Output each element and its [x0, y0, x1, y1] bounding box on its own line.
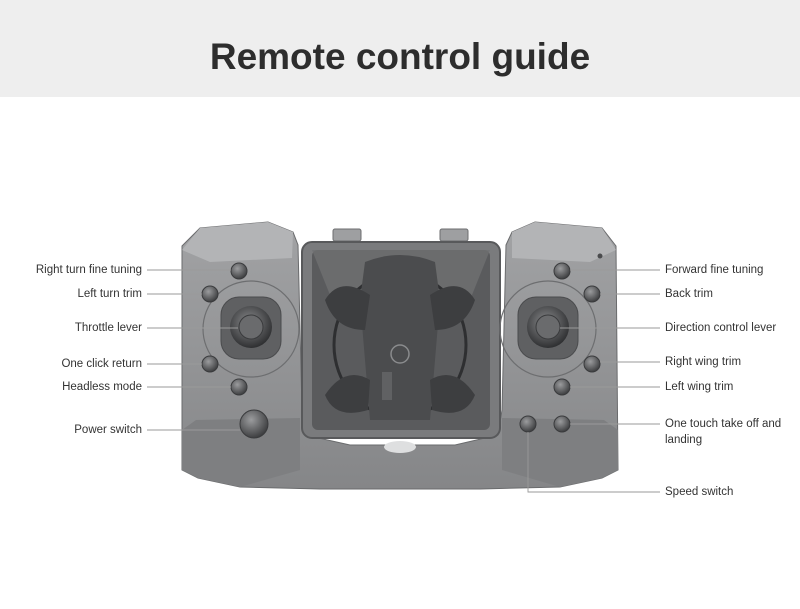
- button-one-click-return: [201, 355, 219, 373]
- label-power-switch: Power switch: [74, 424, 142, 436]
- label-right-turn-fine-tuning: Right turn fine tuning: [35, 264, 142, 276]
- throttle-joystick: [202, 280, 300, 378]
- leader-speed-switch: [527, 432, 660, 493]
- label-right-wing-trim: Right wing trim: [665, 356, 742, 368]
- button-right-wing-trim: [583, 355, 601, 373]
- label-throttle-lever: Throttle lever: [74, 322, 142, 334]
- label-headless-mode: Headless mode: [62, 381, 142, 393]
- button-forward-fine-tuning: [553, 262, 571, 280]
- label-left-turn-trim: Left turn trim: [77, 288, 142, 300]
- controller-body: [181, 221, 619, 490]
- button-right-turn-fine-tuning: [230, 262, 248, 280]
- header-banner: [0, 0, 800, 97]
- label-speed-switch: Speed switch: [665, 486, 734, 498]
- label-one-click-return: One click return: [61, 358, 142, 370]
- button-speed-switch: [519, 415, 537, 433]
- button-one-touch-take-off: [553, 415, 571, 433]
- label-left-wing-trim: Left wing trim: [665, 381, 734, 393]
- drone-compartment: [301, 228, 501, 453]
- page-title: Remote control guide: [209, 36, 591, 77]
- button-left-turn-trim: [201, 285, 219, 303]
- button-back-trim: [583, 285, 601, 303]
- label-forward-fine-tuning: Forward fine tuning: [665, 264, 764, 276]
- direction-joystick: [499, 280, 597, 378]
- indicator-light: [597, 253, 603, 259]
- label-direction-control-lever: Direction control lever: [665, 322, 777, 334]
- leader-lines: [147, 269, 660, 493]
- label-back-trim: Back trim: [665, 288, 713, 300]
- label-one-touch-take-off: One touch take off and landing: [665, 418, 782, 446]
- button-headless-mode: [230, 378, 248, 396]
- button-left-wing-trim: [553, 378, 571, 396]
- button-power-switch: [239, 409, 269, 439]
